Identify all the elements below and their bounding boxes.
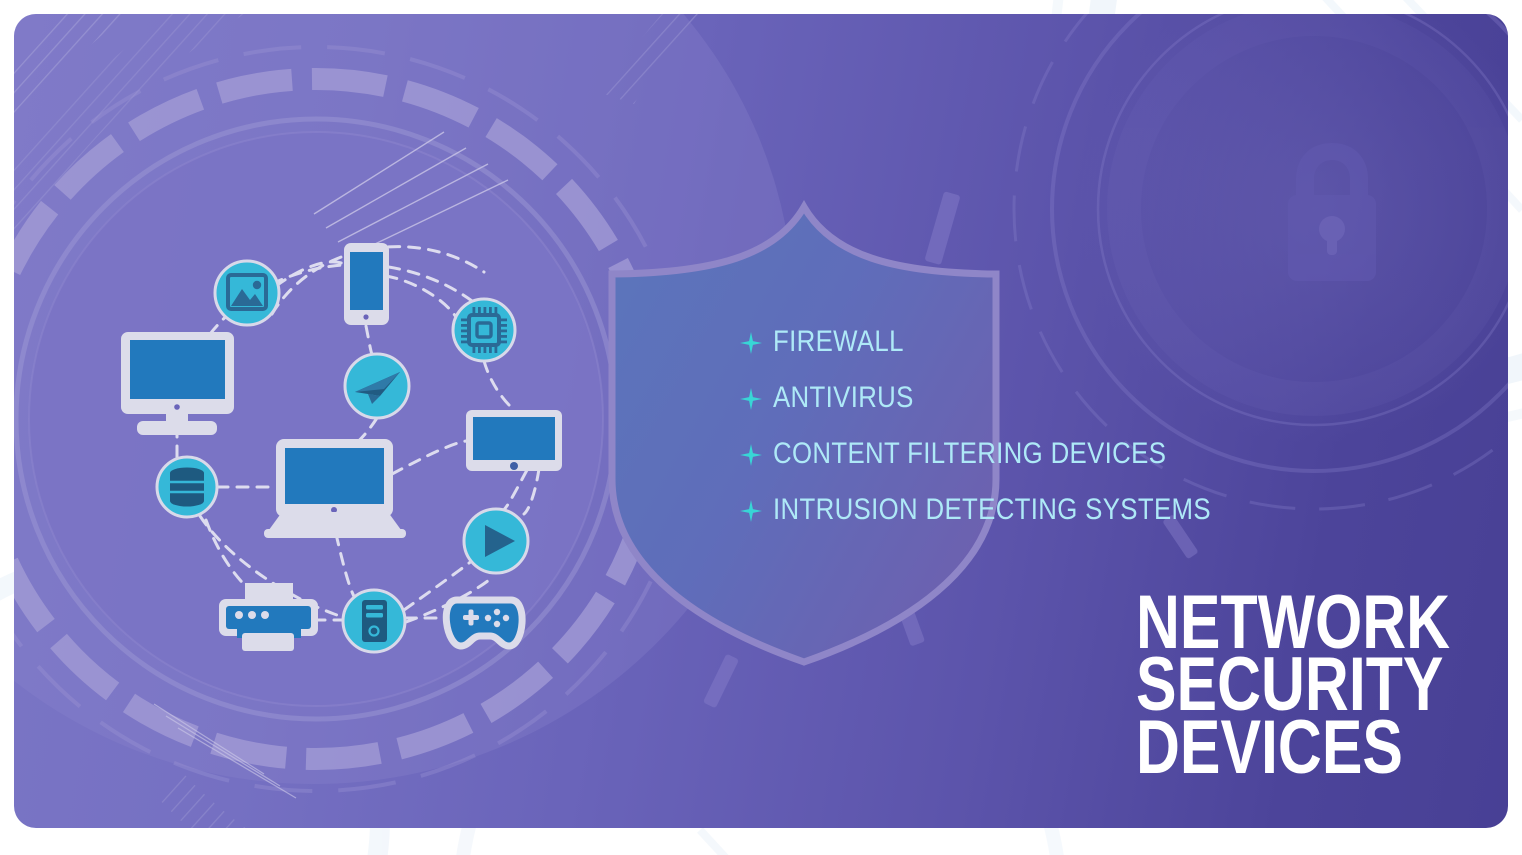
device-network-diagram [121,243,562,654]
feature-item: CONTENT FILTERING DEVICES [740,426,1210,482]
feature-label: CONTENT FILTERING DEVICES [773,437,1167,470]
feature-item: ANTIVIRUS [740,370,1210,426]
desktop-monitor-icon [121,332,234,435]
smartphone-icon [344,243,389,325]
server-tower-icon [341,588,407,654]
security-shield [599,179,1009,669]
tablet-icon [466,410,562,471]
title-line: SECURITY [1136,642,1444,728]
gamepad-icon [442,596,526,650]
database-icon [155,455,219,519]
feature-item: FIREWALL [740,314,1210,370]
sparkle-bullet-icon [740,500,762,522]
photo-icon [213,259,281,327]
feature-label: FIREWALL [773,325,904,358]
sparkle-bullet-icon [740,332,762,354]
title-line: NETWORK [1136,580,1451,665]
feature-item: INTRUSION DETECTING SYSTEMS [740,482,1211,538]
paper-plane-icon [343,352,411,420]
page-title: NETWORK SECURITY DEVICES [1136,580,1496,790]
microchip-icon [451,297,517,363]
poster-card: FIREWALL ANTIVIRUS CONTENT FILTERING DEV… [14,14,1508,828]
sparkle-bullet-icon [740,444,762,466]
sparkle-bullet-icon [740,388,762,410]
laptop-icon [264,439,406,538]
printer-icon [219,583,318,651]
padlock-watermark [1288,143,1376,281]
title-line: DEVICES [1136,704,1403,790]
feature-label: ANTIVIRUS [773,381,914,414]
play-media-icon [462,507,530,575]
feature-label: INTRUSION DETECTING SYSTEMS [773,493,1211,526]
feature-list: FIREWALL ANTIVIRUS CONTENT FILTERING DEV… [740,314,1211,538]
